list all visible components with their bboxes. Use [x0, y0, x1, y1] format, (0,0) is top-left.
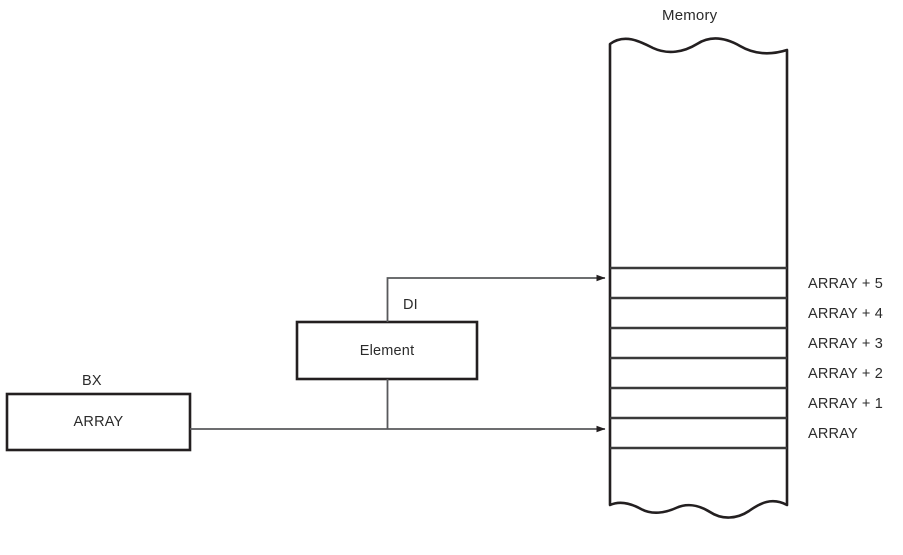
memory-cell-label-array-plus-4: ARRAY + 4 — [808, 306, 884, 322]
memory-cell-label-array: ARRAY — [808, 426, 858, 442]
memory-cell-label-array-plus-3: ARRAY + 3 — [808, 336, 884, 352]
memory-cell-dividers — [610, 266, 787, 450]
memory-cell-label-array-plus-2: ARRAY + 2 — [808, 366, 884, 382]
memory-outline — [608, 37, 789, 519]
memory-title: Memory — [662, 7, 718, 24]
memory-block — [608, 37, 789, 519]
bx-register-label: BX — [82, 373, 102, 389]
di-register-label: DI — [403, 297, 418, 313]
di-to-array-plus-5-arrow — [386, 274, 606, 322]
di-element-box — [295, 320, 479, 381]
di-register-value: Element — [359, 343, 415, 359]
memory-cell-label-array-plus-1: ARRAY + 1 — [808, 396, 884, 412]
bx-register-box — [5, 392, 192, 452]
memory-cell-label-array-plus-5: ARRAY + 5 — [808, 276, 884, 292]
bx-register-value: ARRAY — [73, 414, 124, 430]
